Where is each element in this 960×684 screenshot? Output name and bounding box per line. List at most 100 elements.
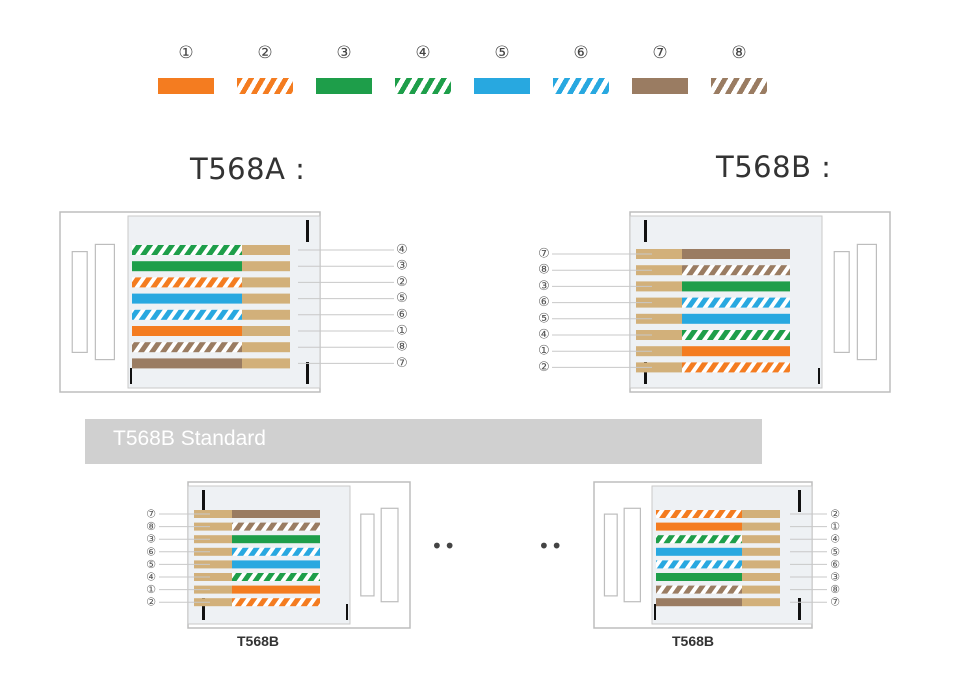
legend-number-2: ② bbox=[257, 43, 273, 63]
t568a-connector-mark-bottom bbox=[306, 362, 309, 384]
t568b-connector-pin-label-8: ② bbox=[538, 360, 550, 375]
bottom-right-connector-contact-4 bbox=[742, 547, 780, 556]
t568a-connector-wire-1 bbox=[132, 245, 242, 255]
bottom-left-connector-mark-inner bbox=[346, 604, 348, 620]
bottom-left-connector-wire-6 bbox=[232, 573, 320, 581]
t568a-connector-wire-8 bbox=[132, 358, 242, 369]
bottom-right-connector-mark-bottom bbox=[798, 598, 801, 620]
t568a-connector-pin-label-4: ⑤ bbox=[396, 291, 408, 306]
t568b-connector-contact-5 bbox=[636, 313, 682, 324]
t568b-connector-pin-label-6: ④ bbox=[538, 328, 550, 343]
bottom-left-connector-pin-label-7: ① bbox=[146, 583, 156, 596]
legend-swatch-7 bbox=[632, 78, 688, 94]
t568b-connector-wire-3 bbox=[682, 281, 790, 292]
t568b-standard-banner: T568B Standard bbox=[85, 419, 762, 464]
t568a-connector-contact-5 bbox=[242, 309, 290, 320]
legend-number-6: ⑥ bbox=[573, 43, 589, 63]
t568a-connector-contact-1 bbox=[242, 245, 290, 255]
t568b-connector-contact-4 bbox=[636, 297, 682, 308]
bottom-right-connector-wire-6 bbox=[656, 573, 742, 581]
t568a-connector-contact-3 bbox=[242, 277, 290, 288]
bottom-left-connector-pin-label-4: ⑥ bbox=[146, 545, 156, 558]
bottom-right-connector-contact-2 bbox=[742, 522, 780, 531]
bottom-right-connector-contact-8 bbox=[742, 598, 780, 607]
legend-swatch-3 bbox=[316, 78, 372, 94]
t568a-connector-contact-2 bbox=[242, 261, 290, 272]
t568a-connector-wire-5 bbox=[132, 309, 242, 320]
t568b-connector-pin-label-3: ③ bbox=[538, 279, 550, 294]
legend-number-7: ⑦ bbox=[652, 43, 668, 63]
bottom-left-connector-contact-2 bbox=[194, 522, 232, 531]
legend-number-8: ⑧ bbox=[731, 43, 747, 63]
t568b-connector-mark-bottom bbox=[644, 362, 647, 384]
bottom-right-connector-slot-a bbox=[603, 513, 618, 597]
t568a-connector-wire-4 bbox=[132, 293, 242, 304]
bottom-right-connector-wire-7 bbox=[656, 585, 742, 594]
t568b-connector-contact-8 bbox=[636, 362, 682, 373]
t568a-connector-wire-7 bbox=[132, 342, 242, 353]
t568a-connector-pin-label-6: ① bbox=[396, 324, 408, 339]
t568b-connector-contact-1 bbox=[636, 249, 682, 259]
t568a-connector-contact-8 bbox=[242, 358, 290, 369]
bottom-left-connector-contact-4 bbox=[194, 547, 232, 556]
t568a-connector-pin-label-8: ⑦ bbox=[396, 356, 408, 371]
legend-swatch-8 bbox=[711, 78, 767, 94]
dots-left: •• bbox=[431, 534, 457, 558]
t568a-title: T568A : bbox=[190, 152, 306, 186]
t568b-connector-pin-label-1: ⑦ bbox=[538, 247, 550, 262]
dots-right: •• bbox=[538, 534, 564, 558]
bottom-left-connector-wire-5 bbox=[232, 560, 320, 569]
bottom-right-connector-mark-top bbox=[798, 490, 801, 512]
bottom-left-connector-contact-6 bbox=[194, 573, 232, 581]
t568b-connector-contact-6 bbox=[636, 330, 682, 340]
bottom-left-connector-slot-a bbox=[360, 513, 375, 597]
bottom-left-connector-wire-3 bbox=[232, 535, 320, 544]
bottom-right-connector-pin-label-7: ⑧ bbox=[830, 583, 840, 596]
bottom-left-connector-slot-b bbox=[380, 507, 399, 603]
bottom-left-connector-pin-label-8: ② bbox=[146, 596, 156, 609]
t568a-connector-contact-6 bbox=[242, 326, 290, 336]
t568a-connector-wire-2 bbox=[132, 261, 242, 272]
t568b-connector-wire-8 bbox=[682, 362, 790, 373]
t568b-connector-contact-3 bbox=[636, 281, 682, 292]
bottom-right-label: T568B bbox=[672, 633, 715, 649]
banner-label: T568B Standard bbox=[113, 427, 266, 450]
legend-swatch-4 bbox=[395, 78, 451, 94]
t568b-connector-wire-4 bbox=[682, 297, 790, 308]
legend-number-1: ① bbox=[178, 43, 194, 63]
bottom-left-connector-pin-label-6: ④ bbox=[146, 571, 156, 584]
t568b-connector-mark-top bbox=[644, 220, 647, 242]
bottom-right-connector-wire-2 bbox=[656, 522, 742, 531]
bottom-right-connector-wire-4 bbox=[656, 547, 742, 556]
t568a-connector-pin-label-5: ⑥ bbox=[396, 307, 408, 322]
t568b-connector-pin-label-5: ⑤ bbox=[538, 311, 550, 326]
bottom-right-connector-pin-label-8: ⑦ bbox=[830, 596, 840, 609]
t568a-connector-pin-label-7: ⑧ bbox=[396, 340, 408, 355]
bottom-right-connector-pin-label-5: ⑥ bbox=[830, 558, 840, 571]
legend-number-4: ④ bbox=[415, 43, 431, 63]
bottom-left-connector-pin-label-1: ⑦ bbox=[146, 508, 156, 521]
t568a-connector-wire-3 bbox=[132, 277, 242, 288]
bottom-right-connector-pin-label-2: ① bbox=[830, 520, 840, 533]
t568b-connector-wire-1 bbox=[682, 249, 790, 259]
legend-swatch-6 bbox=[553, 78, 609, 94]
t568b-connector-wire-5 bbox=[682, 313, 790, 324]
bottom-left-connector-wire-8 bbox=[232, 598, 320, 607]
bottom-right-connector-contact-5 bbox=[742, 560, 780, 569]
bottom-left-label: T568B bbox=[237, 633, 280, 649]
t568b-connector-contact-2 bbox=[636, 265, 682, 276]
legend-number-3: ③ bbox=[336, 43, 352, 63]
t568b-connector-wire-6 bbox=[682, 330, 790, 340]
bottom-right-connector-wire-5 bbox=[656, 560, 742, 569]
t568b-connector-slot-a bbox=[833, 251, 850, 354]
bottom-right-connector-wire-8 bbox=[656, 598, 742, 607]
bottom-right-connector-contact-6 bbox=[742, 573, 780, 581]
t568a-connector-wire-6 bbox=[132, 326, 242, 336]
t568b-connector-pin-label-2: ⑧ bbox=[538, 263, 550, 278]
bottom-left-connector-wire-7 bbox=[232, 585, 320, 594]
